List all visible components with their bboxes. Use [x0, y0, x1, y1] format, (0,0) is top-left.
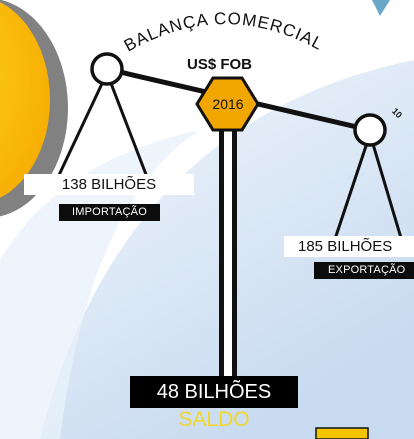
- currency-subtitle: US$ FOB: [187, 56, 253, 73]
- import-label: IMPORTAÇÃO: [59, 204, 160, 221]
- year-hexagon: [195, 76, 260, 132]
- scale-pole-gap: [224, 104, 232, 376]
- left-pivot-circle: [90, 52, 124, 86]
- left-pan-string-b: [105, 72, 154, 191]
- year-label: 2016: [212, 96, 244, 112]
- right-pivot-circle: [353, 113, 387, 147]
- left-pan-string-a: [50, 72, 109, 191]
- export-value: 185 BILHÕES: [284, 236, 414, 257]
- balance-value: 48 BILHÕES: [130, 376, 298, 408]
- chart-title: BALANÇA COMERCIAL: [121, 9, 326, 55]
- bottom-yellow-block: [315, 427, 369, 439]
- coin-icon: [0, 2, 50, 198]
- export-label: EXPORTAÇÃO: [314, 262, 414, 279]
- scale-pole-right: [232, 104, 237, 376]
- right-pan-string-a: [330, 133, 372, 249]
- corner-decoration: [372, 0, 390, 16]
- balance-label: SALDO: [178, 408, 250, 431]
- import-value: 138 BILHÕES: [24, 174, 194, 195]
- svg-text:BALANÇA COMERCIAL: BALANÇA COMERCIAL: [121, 9, 327, 55]
- scale-pole-left: [219, 104, 224, 376]
- right-pan-string-b: [368, 133, 406, 249]
- background-swoosh: [0, 130, 200, 439]
